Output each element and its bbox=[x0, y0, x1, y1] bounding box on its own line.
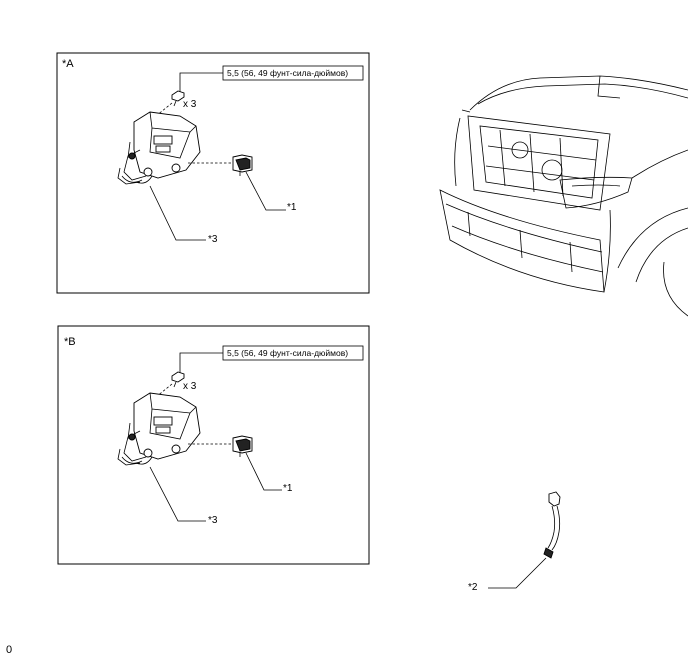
panel-b: *B 5,5 (56, 49 фунт-сила-дюймов) x 3 bbox=[57, 325, 370, 565]
panel-a-torque-label: 5,5 (56, 49 фунт-сила-дюймов) bbox=[227, 68, 348, 78]
panel-b-frame-label: *B bbox=[64, 336, 76, 348]
panel-b-qty-label: x 3 bbox=[183, 381, 197, 392]
panel-b-frame bbox=[57, 325, 370, 565]
panel-b-callout-1-leader bbox=[245, 452, 282, 491]
panel-a-frame bbox=[56, 52, 370, 294]
panel-a-callout-1-leader bbox=[245, 171, 286, 211]
corner-text: 0 bbox=[6, 644, 12, 656]
panel-b-bolt-dashline bbox=[155, 383, 173, 398]
panel-a: *A 5,5 (56, 49 фунт-сила-дюймов) x 3 bbox=[56, 52, 370, 294]
vehicle-front-illustration bbox=[439, 75, 688, 317]
panel-a-torque-leader bbox=[179, 72, 223, 95]
washer-callout-2: *2 bbox=[468, 582, 478, 593]
panel-a-qty-label: x 3 bbox=[183, 99, 197, 110]
panel-a-callout-3: *3 bbox=[208, 234, 218, 245]
panel-b-torque-leader bbox=[179, 352, 223, 375]
panel-b-callout-3: *3 bbox=[208, 515, 218, 526]
panel-a-bolt-icon bbox=[171, 90, 185, 107]
panel-b-torque-label: 5,5 (56, 49 фунт-сила-дюймов) bbox=[227, 348, 348, 358]
panel-a-frame-label: *A bbox=[62, 58, 74, 70]
panel-a-washer-motor-icon bbox=[117, 111, 201, 185]
washer-hose-icon bbox=[543, 491, 561, 559]
washer-callout-2-leader bbox=[488, 557, 547, 589]
panel-b-bolt-icon bbox=[171, 371, 185, 388]
panel-a-callout-1: *1 bbox=[287, 202, 297, 213]
panel-a-callout-3-leader bbox=[149, 185, 206, 241]
panel-a-bolt-dashline bbox=[155, 102, 173, 117]
panel-b-callout-1: *1 bbox=[283, 483, 293, 494]
panel-b-connector-icon bbox=[232, 435, 253, 457]
panel-b-callout-3-leader bbox=[149, 466, 206, 522]
panel-a-connector-icon bbox=[232, 154, 253, 176]
panel-b-washer-motor-icon bbox=[117, 392, 201, 466]
